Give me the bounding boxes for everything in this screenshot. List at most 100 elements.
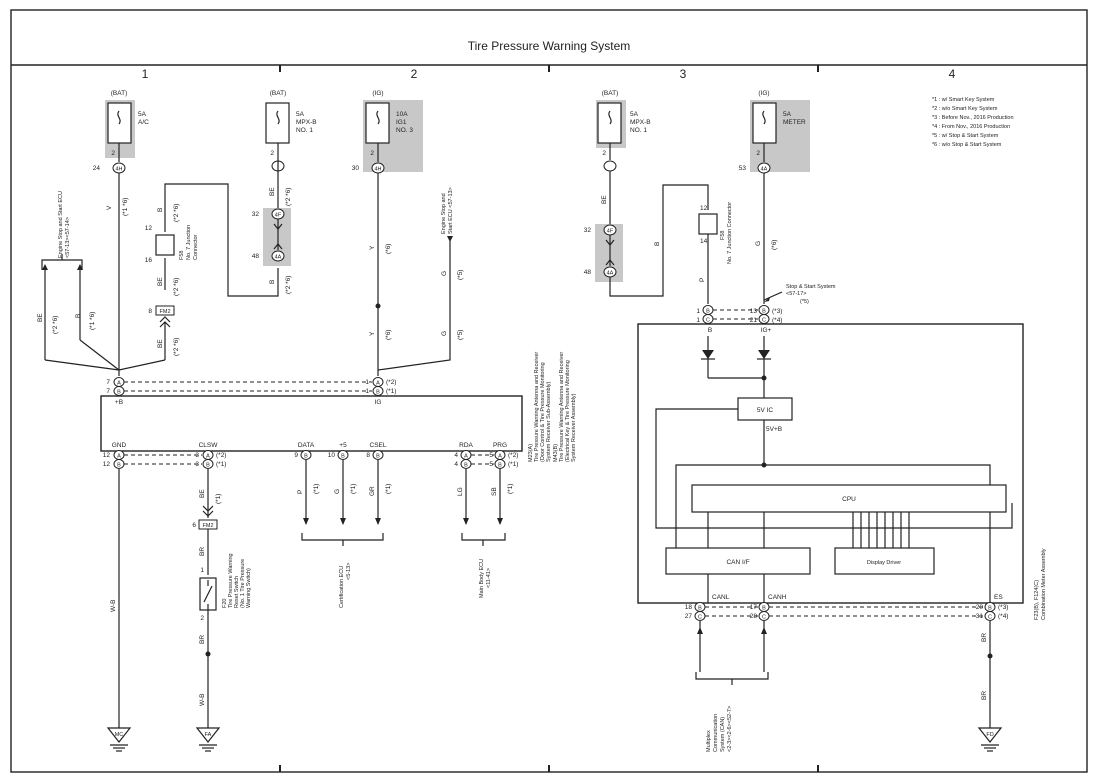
- svg-text:MPX-B: MPX-B: [296, 119, 317, 126]
- svg-text:13: 13: [750, 308, 758, 315]
- svg-text:F20: F20: [222, 599, 228, 608]
- svg-text:SB: SB: [491, 487, 498, 496]
- svg-text:Engine Stop and: Engine Stop and: [441, 193, 447, 234]
- svg-text:12: 12: [103, 452, 111, 459]
- wiring-col1: V (*1 *6) Engine Stop and Start ECU <57-…: [37, 160, 292, 376]
- svg-text:Main Body ECU: Main Body ECU: [479, 559, 485, 598]
- svg-text:Reset Switch: Reset Switch: [234, 576, 240, 608]
- svg-text:(*2 *6): (*2 *6): [285, 276, 292, 294]
- svg-text:B: B: [988, 606, 992, 612]
- svg-text:<11-41>: <11-41>: [486, 568, 492, 588]
- svg-text:MC: MC: [115, 732, 124, 738]
- svg-text:BE: BE: [269, 187, 276, 196]
- svg-text:14: 14: [700, 238, 708, 245]
- svg-text:53: 53: [739, 165, 747, 172]
- legend-item: *2 : w/o Smart Key System: [932, 106, 998, 112]
- svg-text:F23(B), F124(C): F23(B), F124(C): [1034, 580, 1040, 620]
- fuse-icon: [117, 110, 121, 125]
- svg-text:(IG): (IG): [758, 90, 769, 97]
- svg-text:(*1): (*1): [215, 494, 222, 504]
- svg-text:LG: LG: [457, 487, 464, 496]
- svg-text:31: 31: [976, 613, 984, 620]
- svg-text:B: B: [117, 390, 121, 396]
- svg-text:4H: 4H: [374, 167, 381, 173]
- ground-icon: [195, 727, 221, 743]
- svg-text:12: 12: [103, 461, 111, 468]
- svg-text:4: 4: [454, 452, 458, 459]
- wiring-col2: Y (*6) Y (*6) Engine Stop and Start ECU …: [369, 173, 464, 376]
- ground-mc: MC: [106, 727, 132, 752]
- svg-text:A: A: [376, 381, 380, 387]
- svg-text:(*1): (*1): [385, 484, 392, 494]
- svg-text:<57-13><57-14>: <57-13><57-14>: [65, 217, 71, 258]
- svg-text:RDA: RDA: [459, 442, 473, 449]
- svg-text:(*6): (*6): [385, 330, 392, 340]
- svg-text:18: 18: [685, 604, 693, 611]
- svg-text:8: 8: [366, 452, 370, 459]
- svg-text:8: 8: [148, 308, 152, 315]
- svg-text:4F: 4F: [607, 229, 614, 235]
- svg-text:4: 4: [454, 461, 458, 468]
- svg-text:BE: BE: [157, 339, 164, 348]
- svg-text:Engine Stop and Start ECU: Engine Stop and Start ECU: [58, 191, 64, 258]
- svg-text:(*1): (*1): [386, 388, 396, 395]
- receiver-outputs: W-B BE (*1) FM2 6 BR 1 2 F20 Tire Pressu…: [110, 460, 514, 728]
- svg-text:NO. 1: NO. 1: [630, 127, 647, 134]
- svg-text:(*4): (*4): [772, 317, 782, 324]
- ground-fd: FD: [977, 727, 1003, 752]
- svg-text:System Receiver Sub-Assembly): System Receiver Sub-Assembly): [546, 381, 552, 462]
- svg-text:Certification ECU: Certification ECU: [339, 566, 345, 608]
- svg-text:M43(B): M43(B): [553, 444, 559, 462]
- cpu-block: [691, 484, 1007, 513]
- svg-text:B: B: [376, 454, 380, 460]
- svg-text:Y: Y: [369, 245, 376, 250]
- svg-text:9: 9: [294, 452, 298, 459]
- svg-text:FA: FA: [205, 732, 212, 738]
- svg-text:CSEL: CSEL: [370, 442, 387, 449]
- svg-text:Tire Pressure Warning Antenna: Tire Pressure Warning Antenna and Receiv…: [534, 352, 540, 462]
- svg-text:Display Driver: Display Driver: [867, 560, 901, 566]
- svg-text:(Electrical Key & Tire Pressur: (Electrical Key & Tire Pressure Monitori…: [565, 360, 571, 462]
- svg-text:2: 2: [602, 150, 606, 157]
- svg-text:4A: 4A: [761, 167, 768, 173]
- legend: *1 : w/ Smart Key System *2 : w/o Smart …: [932, 97, 1014, 148]
- svg-text:(*2 *6): (*2 *6): [173, 338, 180, 356]
- svg-text:6: 6: [192, 522, 196, 529]
- svg-text:5V+B: 5V+B: [766, 426, 782, 433]
- svg-text:PRG: PRG: [493, 442, 507, 449]
- svg-text:(BAT): (BAT): [111, 90, 128, 97]
- svg-text:A: A: [498, 454, 502, 460]
- fuse-meter: (IG) 5A METER 2 53 4A: [739, 90, 810, 174]
- svg-text:(*3): (*3): [772, 308, 782, 315]
- svg-text:V: V: [106, 205, 113, 210]
- svg-text:B: B: [498, 463, 502, 469]
- svg-text:7: 7: [106, 388, 110, 395]
- svg-text:30: 30: [352, 165, 360, 172]
- svg-text:No. 7 Junction: No. 7 Junction: [186, 225, 192, 260]
- svg-text:28: 28: [750, 613, 758, 620]
- svg-text:B: B: [117, 463, 121, 469]
- svg-text:4A: 4A: [275, 255, 282, 261]
- svg-text:(*4): (*4): [998, 613, 1008, 620]
- diagram-title: Tire Pressure Warning System: [468, 39, 631, 53]
- svg-text:BR: BR: [981, 633, 988, 642]
- svg-text:Tire Pressure Warning Antenna: Tire Pressure Warning Antenna and Receiv…: [559, 352, 565, 462]
- svg-text:+B: +B: [115, 399, 123, 406]
- svg-text:GND: GND: [112, 442, 127, 449]
- svg-text:Y: Y: [369, 331, 376, 336]
- svg-text:C: C: [706, 318, 710, 324]
- svg-text:W-B: W-B: [110, 599, 117, 612]
- svg-text:A/C: A/C: [138, 119, 149, 126]
- svg-text:(*1): (*1): [508, 461, 518, 468]
- svg-text:B: B: [762, 606, 766, 612]
- svg-text:(*2 *6): (*2 *6): [173, 204, 180, 222]
- svg-text:(*5): (*5): [457, 270, 464, 280]
- svg-text:B: B: [304, 454, 308, 460]
- column-label-2: 2: [411, 67, 418, 81]
- svg-text:IG1: IG1: [396, 119, 407, 126]
- svg-text:1: 1: [696, 308, 700, 315]
- tire-pressure-receiver: 7 A 7 B 1 A 1 B (*2) (*1) +B IG GND CLSW…: [100, 352, 577, 469]
- svg-text:A: A: [206, 454, 210, 460]
- svg-text:ES: ES: [994, 594, 1003, 601]
